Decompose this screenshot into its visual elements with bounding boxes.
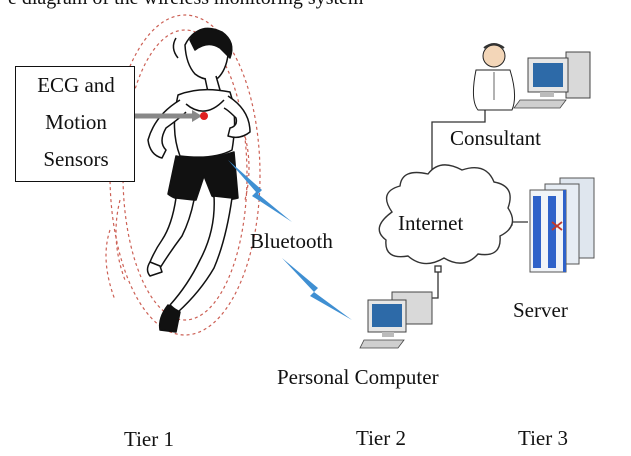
runner-figure [146, 27, 251, 333]
diagram-caption: e diagram of the wireless monitoring sys… [8, 0, 363, 8]
doctor-icon [472, 43, 516, 111]
sensor-label-line-1: ECG and [37, 73, 115, 97]
sensor-label-box: ECG and Motion Sensors [15, 66, 135, 182]
bluetooth-bolt-icon [228, 160, 292, 222]
personal-computer-label: Personal Computer [277, 365, 439, 389]
computer-icon [513, 51, 591, 109]
bluetooth-bolt-icon [282, 258, 352, 320]
internet-label: Internet [398, 211, 464, 235]
tier-1-label: Tier 1 [124, 427, 174, 451]
sensor-pointer [135, 110, 208, 122]
server-icon [529, 177, 595, 273]
bluetooth-label: Bluetooth [250, 229, 333, 253]
sensor-dot [200, 112, 208, 120]
cloud-icon [378, 164, 514, 265]
tier-3-label: Tier 3 [518, 426, 568, 450]
sensor-label-line-2: Motion [45, 110, 107, 134]
tier-2-label: Tier 2 [356, 426, 406, 450]
sensor-label-line-3: Sensors [43, 147, 109, 171]
computer-icon [359, 291, 433, 349]
consultant-label: Consultant [450, 126, 542, 150]
server-label: Server [513, 298, 568, 322]
